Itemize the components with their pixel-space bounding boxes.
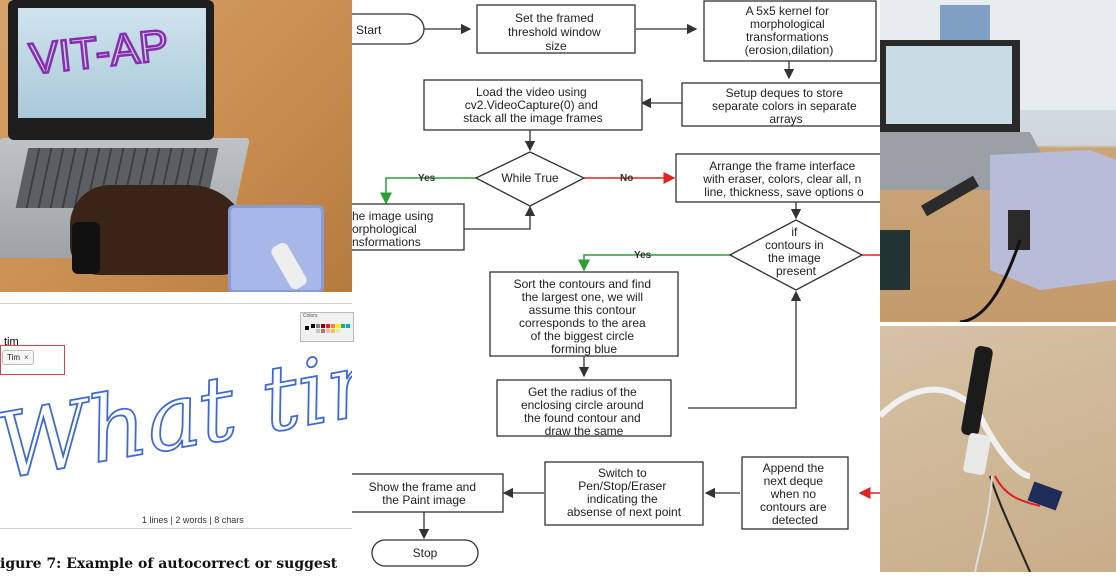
load-label: Load the video using cv2.VideoCapture(0)… <box>463 85 602 125</box>
screen-drawing: VIT-AP <box>26 20 172 86</box>
swatch[interactable] <box>346 324 350 328</box>
node-threshold <box>476 4 636 54</box>
pen-sleeve <box>963 433 991 475</box>
swatch[interactable] <box>321 329 325 333</box>
show-label: Show the frame and the Paint image <box>369 480 480 507</box>
label-yes-contours: Yes <box>634 250 652 261</box>
node-switch <box>544 461 704 526</box>
swatch[interactable] <box>316 329 320 333</box>
wire-black <box>989 475 1031 572</box>
wire-white <box>974 475 993 572</box>
label-yes-while: Yes <box>418 173 436 184</box>
edge-radius-contours <box>688 290 802 409</box>
radius-label: Get the radius of the enclosing circle a… <box>521 385 647 438</box>
edge-while-yes <box>380 177 476 205</box>
kernel-label: A 5x5 kernel for morphological transform… <box>745 4 834 57</box>
arrange-label: Arrange the frame interface with eraser,… <box>702 159 864 199</box>
color-palette[interactable] <box>300 312 354 342</box>
hand <box>70 185 250 275</box>
flowchart: Yes No Yes Start Set the framed threshol… <box>341 0 887 582</box>
paint-app-screenshot: What tim <box>0 303 352 529</box>
while-label: While True <box>501 171 559 185</box>
node-stop <box>371 539 479 567</box>
watch <box>72 222 100 274</box>
threshold-label: Set the framed threshold window size <box>508 11 604 53</box>
laptop-screen: VIT-AP <box>18 8 206 118</box>
node-radius <box>496 379 672 437</box>
swatch[interactable] <box>316 324 320 328</box>
close-icon[interactable]: × <box>24 353 29 362</box>
3d-printed-box <box>990 150 1116 290</box>
laptop-photo: VIT-AP <box>0 0 352 292</box>
node-while <box>474 151 586 207</box>
swatch[interactable] <box>336 324 340 328</box>
node-image <box>341 203 465 251</box>
node-load <box>423 79 643 131</box>
pen-device <box>921 175 979 217</box>
append-label: Append the next deque when no contours a… <box>760 461 830 527</box>
swatch[interactable] <box>336 329 340 333</box>
node-sort <box>489 271 679 357</box>
box-port <box>1008 210 1030 250</box>
node-start <box>341 13 425 45</box>
circuit-board <box>880 230 910 290</box>
wire-red <box>994 475 1041 507</box>
start-label: Start <box>356 23 382 37</box>
current-color <box>305 326 309 330</box>
usb-cable <box>959 239 1022 322</box>
edge-contours-yes <box>578 254 730 272</box>
swatch[interactable] <box>326 324 330 328</box>
switch-label: Switch to Pen/Stop/Eraser indicating the… <box>567 466 682 519</box>
sensor-pen-photo <box>880 326 1116 572</box>
contours-label: if contours in the image present <box>765 225 827 278</box>
edge-image-while <box>464 205 536 230</box>
palette-title: Colors <box>303 313 318 319</box>
stop-label: Stop <box>413 546 438 560</box>
status-bar: 1 lines | 2 words | 8 chars <box>142 515 244 525</box>
sensor-scene <box>880 346 1063 572</box>
suggestion-chip-label: Tim <box>7 353 21 362</box>
node-kernel <box>703 0 877 62</box>
laptop-screen <box>886 46 1012 124</box>
sort-label: Sort the contours and find the largest o… <box>514 277 655 356</box>
deques-label: Setup deques to store separate colors in… <box>712 86 860 126</box>
pen-body <box>961 346 993 436</box>
image-label: he image using orphological nsformations <box>352 209 437 249</box>
label-no-while: No <box>620 173 633 184</box>
swatch[interactable] <box>331 329 335 333</box>
node-contours <box>728 219 864 291</box>
swatch[interactable] <box>326 329 330 333</box>
swatch[interactable] <box>311 324 315 328</box>
figure-caption: igure 7: Example of autocorrect or sugge… <box>0 556 338 572</box>
sensor-box <box>228 205 324 292</box>
palette-swatches <box>305 324 350 333</box>
prototype-photo <box>880 0 1116 322</box>
node-arrange <box>675 153 887 203</box>
node-append <box>741 456 849 530</box>
sensor-module <box>1027 481 1063 511</box>
node-deques <box>681 82 883 127</box>
node-show <box>346 473 504 513</box>
swatch[interactable] <box>331 324 335 328</box>
swatch[interactable] <box>341 324 345 328</box>
screen-handwriting: VIT-AP <box>27 21 171 84</box>
prototype-scene <box>880 0 1116 322</box>
swatch[interactable] <box>321 324 325 328</box>
suggestion-chip[interactable]: Tim× <box>2 350 34 365</box>
white-cable <box>880 386 1031 479</box>
